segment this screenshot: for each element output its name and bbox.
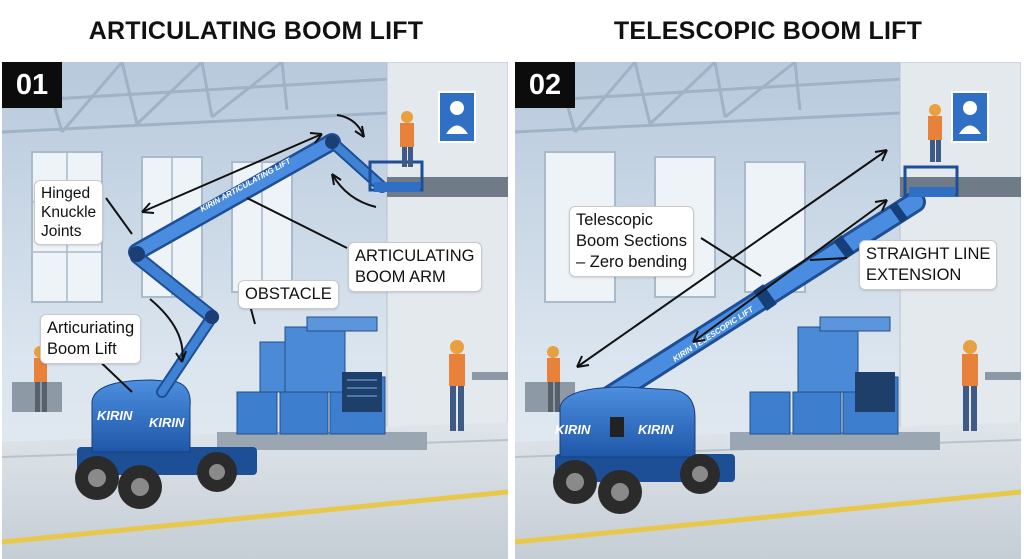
telescopic-boom	[574, 191, 926, 423]
platform-worker-head	[929, 104, 941, 116]
telescopic-panel: KIRIN TELESCOPIC LIFT KIRIN KIRIN	[515, 62, 1021, 559]
hinged-joints-label: Hinged Knuckle Joints	[34, 180, 104, 245]
floor-stripe	[515, 489, 1021, 545]
knuckle-joint-1	[129, 246, 145, 262]
brand-label-2: KIRIN	[638, 422, 674, 437]
telescopic-title: TELESCOPIC BOOM LIFT	[613, 17, 923, 45]
boom-section-joint-2	[833, 235, 855, 259]
worker-right	[449, 340, 508, 431]
brand-label-1: KIRIN	[555, 422, 591, 437]
articulating-title: ARTICULATING BOOM LIFT	[88, 17, 424, 45]
worker-left	[525, 346, 575, 412]
sign-worker-body-icon	[446, 125, 468, 134]
knuckle-joint-2	[205, 310, 219, 324]
worker-left	[12, 346, 62, 412]
pointer-lines	[576, 149, 888, 368]
platform-basket	[903, 104, 959, 197]
panel-number-02: 02	[515, 62, 575, 108]
brand-label-2: KIRIN	[149, 415, 185, 430]
obstacle-label: OBSTACLE	[238, 280, 339, 309]
lift-label: Articuriating Boom Lift	[40, 314, 142, 364]
platform-worker-head	[401, 111, 413, 123]
knuckle-joint-3	[325, 135, 339, 149]
boom-section-joint-3	[889, 201, 908, 224]
articulating-arm-label: ARTICULATING BOOM ARM	[348, 242, 482, 292]
worker-right	[962, 340, 1021, 431]
articulating-panel: KIRIN KIRIN KIRIN ARTICULATING LIFT	[2, 62, 508, 559]
sign-worker-head-icon	[450, 101, 464, 115]
obstacle-machinery	[217, 316, 427, 450]
articulating-illustration: KIRIN KIRIN KIRIN ARTICULATING LIFT	[2, 62, 508, 559]
sign-worker-head-icon	[963, 101, 977, 115]
brand-label-1: KIRIN	[97, 408, 133, 423]
safety-sign	[951, 91, 989, 143]
boom-section-joint-1	[753, 284, 777, 311]
safety-sign	[438, 91, 476, 143]
lift-base	[553, 386, 735, 514]
lift-base	[75, 379, 257, 509]
floor-stripe	[2, 489, 508, 545]
platform-basket	[368, 111, 424, 192]
sign-worker-body-icon	[959, 125, 981, 134]
telescopic-sections-label: Telescopic Boom Sections – Zero bending	[569, 206, 694, 277]
straight-line-label: STRAIGHT LINE EXTENSION	[859, 240, 998, 290]
panel-number-01: 01	[2, 62, 62, 108]
articulating-boom	[128, 133, 388, 398]
platform-worker-vest	[400, 123, 414, 147]
telescopic-illustration: KIRIN TELESCOPIC LIFT KIRIN KIRIN	[515, 62, 1021, 559]
platform-worker-vest	[928, 116, 942, 140]
obstacle-machinery	[730, 316, 940, 450]
